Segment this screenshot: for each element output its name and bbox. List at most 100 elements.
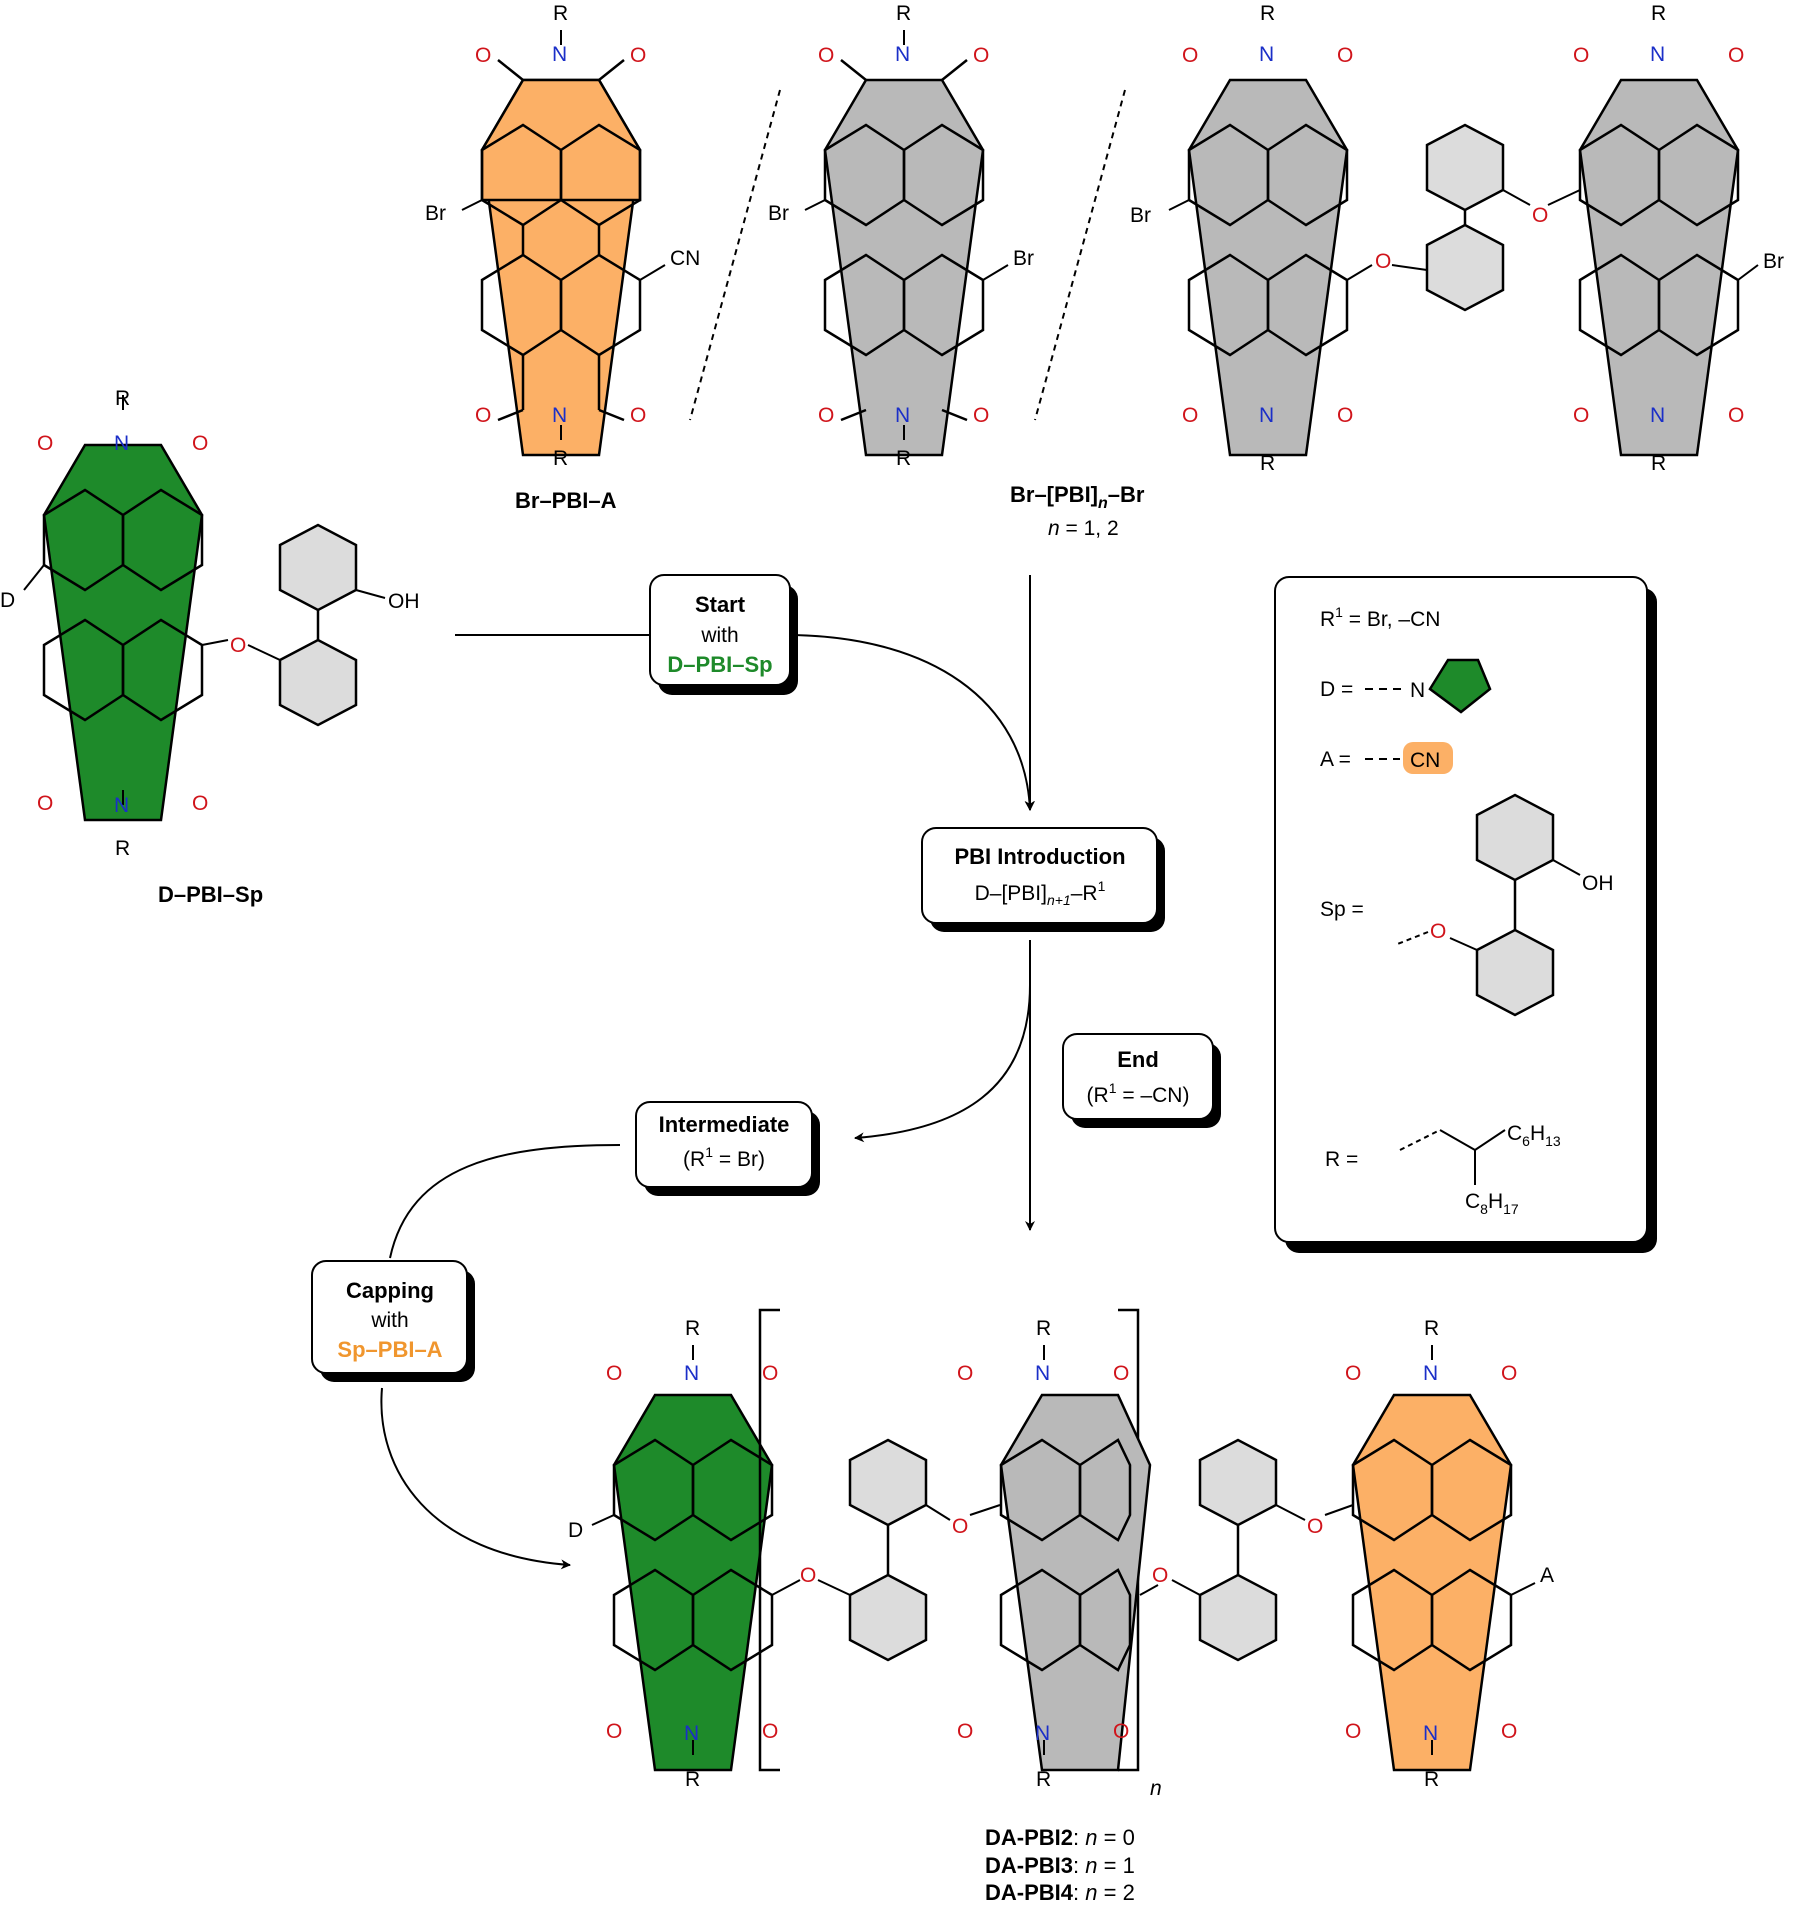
atom-n: N: [1650, 404, 1665, 427]
molecule-br-pbi-a: R N O O Br CN O O N R: [425, 2, 700, 470]
atom-o: O: [630, 404, 646, 427]
atom-o: O: [1728, 404, 1744, 427]
atom-n: N: [1423, 1362, 1438, 1385]
atom-r: R: [553, 2, 568, 25]
step-title: Capping: [346, 1278, 434, 1303]
atom-o: O: [1573, 404, 1589, 427]
atom-o: O: [606, 1362, 622, 1385]
flow-arrows: [380, 575, 1035, 1570]
atom-o: O: [800, 1564, 816, 1587]
atom-o: O: [1337, 404, 1353, 427]
step-line: (R1 = Br): [683, 1144, 765, 1171]
atom-o: O: [230, 634, 246, 657]
molecule-br-pbi2-br: R N O O Br O O O N R O R N O O Br O O N …: [1130, 2, 1784, 475]
atom-o: O: [192, 792, 208, 815]
label-br-pbi-a: Br–PBI–A: [515, 488, 617, 513]
atom-r: R: [685, 1317, 700, 1340]
atom-n: N: [895, 43, 910, 66]
legend-d: D =: [1320, 678, 1353, 701]
product-label: DA-PBI3: n = 1: [985, 1853, 1135, 1878]
step-line: with: [700, 624, 738, 647]
atom-r: R: [553, 447, 568, 470]
atom-n: N: [684, 1722, 699, 1745]
atom-o: O: [973, 44, 989, 67]
atom-o: O: [37, 792, 53, 815]
step-reagent: Sp–PBI–A: [337, 1337, 442, 1362]
label-br-pbin-br: Br–[PBI]n–Br: [1010, 482, 1145, 512]
atom-n: N: [114, 432, 129, 455]
atom-br: Br: [1763, 250, 1784, 273]
atom-d: D: [568, 1519, 583, 1542]
atom-r: R: [1424, 1768, 1439, 1791]
molecule-br-pbi1-br: R N O O Br Br O O N R: [768, 2, 1034, 470]
atom-br: Br: [1013, 247, 1034, 270]
atom-o: O: [818, 404, 834, 427]
atom-r: R: [1036, 1317, 1051, 1340]
atom-o: O: [1728, 44, 1744, 67]
atom-o: O: [1501, 1720, 1517, 1743]
atom-r: R: [896, 2, 911, 25]
atom-o: O: [952, 1515, 968, 1538]
atom-r: R: [896, 447, 911, 470]
atom-o: O: [37, 432, 53, 455]
legend-a-group: CN: [1410, 749, 1440, 772]
atom-o: O: [1345, 1720, 1361, 1743]
legend-d-atom: N: [1410, 679, 1425, 702]
atom-n: N: [114, 794, 129, 817]
legend-r1: R1 = Br, –CN: [1320, 604, 1440, 631]
atom-r: R: [115, 387, 130, 410]
atom-r: R: [1651, 452, 1666, 475]
atom-r: R: [115, 837, 130, 860]
atom-n: N: [684, 1362, 699, 1385]
step-line: (R1 = –CN): [1087, 1080, 1190, 1107]
cn-highlight: [1403, 742, 1453, 774]
atom-n: N: [1423, 1722, 1438, 1745]
legend-box: R1 = Br, –CN D = N A = CN Sp = OH O R = …: [1274, 576, 1657, 1253]
step-box-start: Start with D–PBI–Sp: [649, 574, 798, 695]
step-title: End: [1117, 1047, 1159, 1072]
atom-a: A: [1540, 1564, 1554, 1587]
atom-r: R: [1651, 2, 1666, 25]
atom-o: O: [1307, 1515, 1323, 1538]
atom-n: N: [552, 404, 567, 427]
bracket-left: [758, 1308, 780, 1772]
atom-o: O: [957, 1720, 973, 1743]
atom-o: O: [1113, 1720, 1129, 1743]
legend-r: R =: [1325, 1148, 1358, 1171]
atom-o: O: [192, 432, 208, 455]
pyrrolidine-ring: [1428, 658, 1492, 714]
legend-a: A =: [1320, 748, 1351, 771]
legend-c6h13: C6H13: [1507, 1122, 1561, 1149]
atom-o: O: [1532, 204, 1548, 227]
legend-c8h17: C8H17: [1465, 1190, 1519, 1217]
legend-sp-o: O: [1430, 920, 1446, 943]
atom-r: R: [1260, 2, 1275, 25]
atom-o: O: [1113, 1362, 1129, 1385]
atom-o: O: [762, 1362, 778, 1385]
atom-o: O: [1182, 404, 1198, 427]
step-title: Intermediate: [659, 1112, 790, 1137]
step-box-intermediate: Intermediate (R1 = Br): [635, 1101, 820, 1196]
legend-sp-oh: OH: [1582, 872, 1614, 895]
step-line: D–[PBI]n+1–R1: [975, 878, 1106, 908]
atom-n: N: [895, 404, 910, 427]
label-n-values: n = 1, 2: [1048, 517, 1119, 540]
step-box-capping: Capping with Sp–PBI–A: [311, 1260, 475, 1382]
step-box-pbi-introduction: PBI Introduction D–[PBI]n+1–R1: [921, 827, 1165, 932]
step-title: PBI Introduction: [954, 844, 1125, 869]
atom-n: N: [1035, 1362, 1050, 1385]
atom-o: O: [957, 1362, 973, 1385]
atom-o: O: [1345, 1362, 1361, 1385]
step-box-end: End (R1 = –CN): [1062, 1033, 1221, 1128]
product-label: DA-PBI2: n = 0: [985, 1825, 1135, 1850]
atom-o: O: [818, 44, 834, 67]
atom-o: O: [606, 1720, 622, 1743]
atom-o: O: [762, 1720, 778, 1743]
legend-sp: Sp =: [1320, 898, 1364, 921]
atom-n: N: [1035, 1722, 1050, 1745]
atom-d: D: [0, 589, 15, 612]
atom-n: N: [1259, 404, 1274, 427]
product-labels: DA-PBI2: n = 0 DA-PBI3: n = 1 DA-PBI4: n…: [985, 1825, 1135, 1905]
atom-n: N: [552, 43, 567, 66]
atom-o: O: [630, 44, 646, 67]
